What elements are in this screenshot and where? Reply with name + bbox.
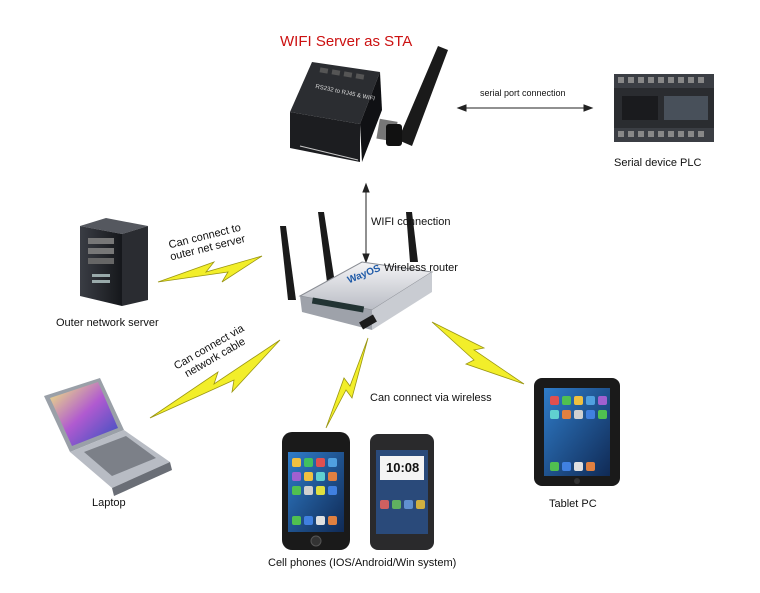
phone-clock: 10:08 (386, 460, 420, 475)
lightning-outer-server (157, 255, 263, 283)
phones-label: Cell phones (IOS/Android/Win system) (268, 557, 457, 569)
router-device (280, 212, 434, 330)
tablet-label: Tablet PC (549, 498, 597, 510)
wifi-connection-arrow (362, 182, 370, 264)
laptop-label: Laptop (92, 497, 126, 509)
serial-connection-label: serial port connection (480, 88, 566, 98)
laptop-device (44, 378, 172, 496)
outer-server-device (80, 218, 148, 306)
outer-server-label: Outer network server (56, 317, 159, 329)
router-label: Wireless router (384, 262, 458, 274)
lightning-tablet (431, 321, 525, 385)
android-phone-device (370, 434, 434, 550)
lightning-phones (325, 337, 369, 429)
wifi-connection-label: WIFI connection (371, 216, 451, 228)
wireless-connection-label: Can connect via wireless (370, 392, 492, 404)
wifi-server-device (290, 46, 448, 162)
tablet-device (534, 378, 620, 486)
lightning-laptop (149, 339, 281, 419)
diagram-title: WIFI Server as STA (280, 33, 413, 50)
iphone-device (282, 432, 350, 550)
plc-label: Serial device PLC (614, 157, 702, 169)
serial-connection-arrow (456, 104, 594, 112)
plc-device (614, 74, 714, 142)
